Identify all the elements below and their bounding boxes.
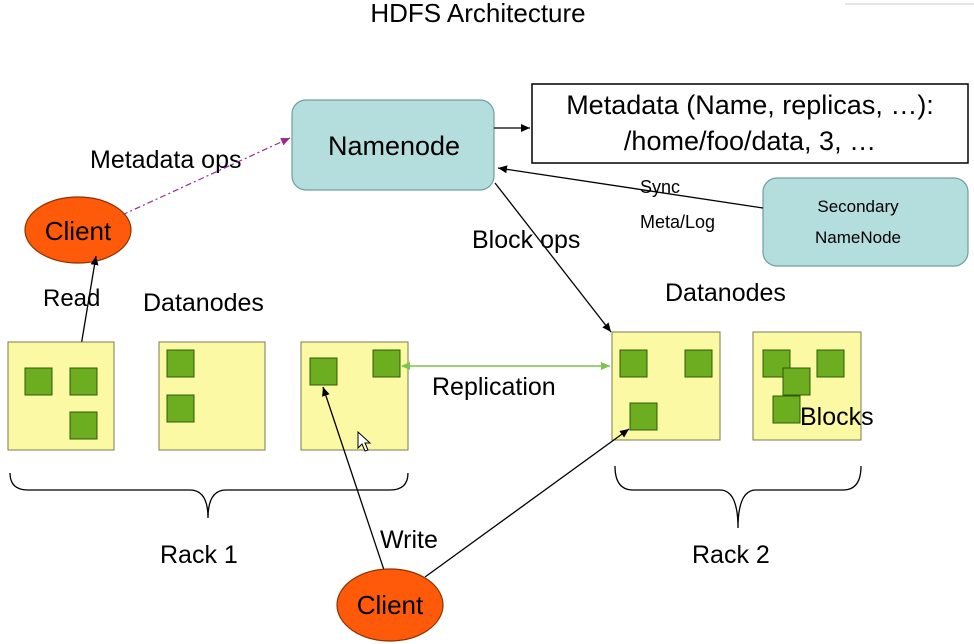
datanode-rack1-1 <box>7 341 115 451</box>
sync-label: Sync <box>640 177 680 197</box>
rack1-label: Rack 1 <box>160 541 238 569</box>
data-block <box>629 402 658 431</box>
rack1-datanodes-label: Datanodes <box>143 289 264 317</box>
meta-log-label: Meta/Log <box>640 212 715 232</box>
data-block <box>684 349 713 378</box>
block-ops-arrow <box>494 182 612 333</box>
rack1-brace <box>9 472 409 519</box>
client-label-bottom: Client <box>357 590 424 620</box>
data-block <box>24 367 53 396</box>
sync-arrow <box>497 165 764 209</box>
client-node-bottom <box>336 568 444 642</box>
rack2-label: Rack 2 <box>692 541 770 569</box>
client-label-top: Client <box>45 216 112 246</box>
rack2-brace <box>614 465 862 529</box>
read-arrow <box>79 255 99 353</box>
rack2-datanodes-label: Datanodes <box>665 279 786 307</box>
metadata-line-1: Metadata (Name, replicas, …): <box>566 90 934 120</box>
namenode-label: Namenode <box>328 131 460 161</box>
secondary-namenode-box <box>762 177 969 267</box>
metadata-ops-line <box>121 137 291 216</box>
secondary-namenode-line-2: NameNode <box>815 228 901 247</box>
block-ops-label: Block ops <box>472 226 580 254</box>
client-node-top <box>24 196 132 264</box>
data-block <box>166 349 195 378</box>
metadata-line-2: /home/foo/data, 3, … <box>624 126 876 156</box>
client-to-rack2-arrow <box>424 428 630 578</box>
blocks-label: Blocks <box>800 403 874 431</box>
namenode-box <box>291 99 495 191</box>
mouse-cursor-icon <box>357 430 372 452</box>
secondary-namenode-line-1: Secondary <box>817 197 899 216</box>
data-block <box>372 349 401 378</box>
read-label: Read <box>43 285 100 312</box>
write-label: Write <box>380 526 438 554</box>
data-block <box>619 349 648 378</box>
metadata-ops-label: Metadata ops <box>90 146 242 174</box>
data-block <box>166 394 195 423</box>
write-arrow <box>322 386 385 571</box>
datanode-rack2-1 <box>611 331 721 441</box>
diagram-title: HDFS Architecture <box>370 0 585 28</box>
data-block <box>816 349 845 378</box>
metadata-box <box>531 83 969 164</box>
data-block <box>782 367 811 396</box>
data-block <box>69 367 98 396</box>
data-block <box>309 357 338 386</box>
data-block <box>772 395 801 424</box>
data-block <box>69 411 98 440</box>
blocks-group <box>24 349 845 440</box>
replication-label: Replication <box>432 373 556 401</box>
